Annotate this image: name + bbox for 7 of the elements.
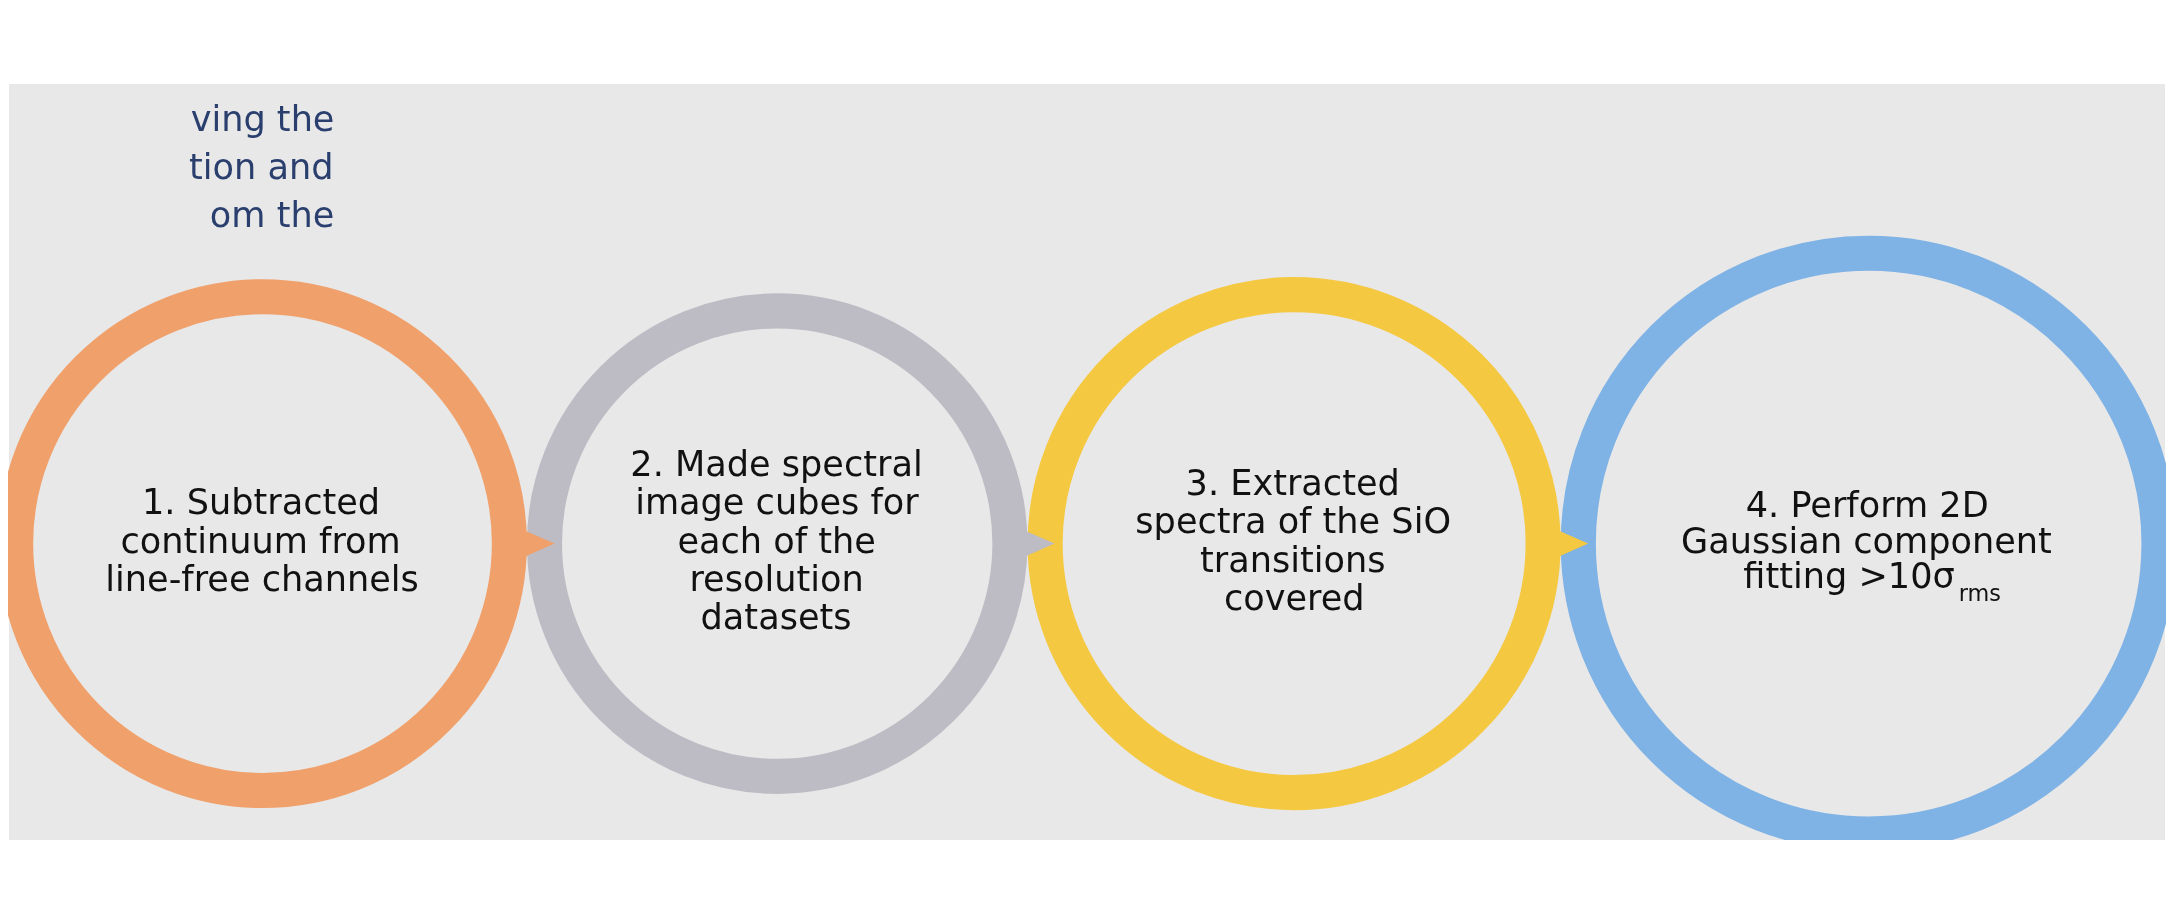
label: tion and xyxy=(189,146,334,188)
label: om the xyxy=(209,193,335,235)
node-circle: 4. Perform 2D Gaussian component fitting >10σ$_{rms}$ xyxy=(1560,235,2166,840)
node-circle: 3. Extracted spectra of the SiO transitions covered xyxy=(1027,277,1561,811)
node-circle: 1. Subtracted continuum from line-free channels xyxy=(8,279,527,809)
node-circle: 2. Made spectral image cubes for each of the resolution datasets xyxy=(526,293,1028,794)
label: ving the xyxy=(190,98,335,140)
